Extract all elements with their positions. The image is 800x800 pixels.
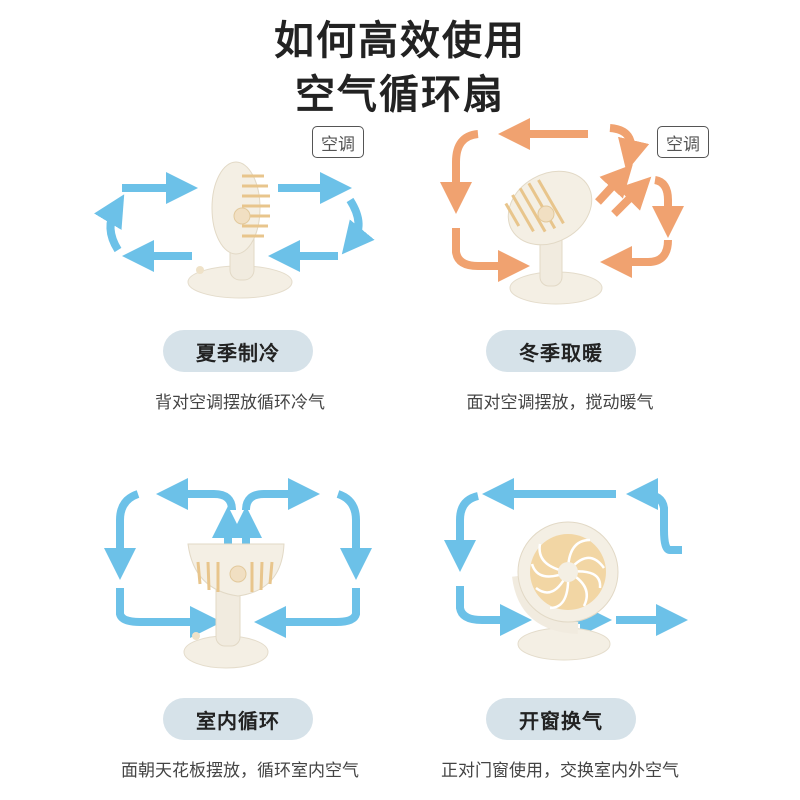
mode-description-winter: 面对空调摆放，搅动暖气 — [466, 393, 654, 413]
fan-side-view-icon — [187, 161, 293, 299]
page-title-line1: 如何高效使用 — [274, 18, 526, 64]
air-conditioner-label: 空调 — [657, 126, 709, 158]
fan-tilted-view-icon — [504, 170, 603, 305]
air-conditioner-label: 空调 — [312, 126, 364, 158]
mode-description-ventilation: 正对门窗使用，交换室内外空气 — [441, 761, 679, 781]
mode-label-summer: 夏季制冷 — [163, 330, 313, 372]
mode-label-indoor: 室内循环 — [163, 698, 313, 740]
mode-label-winter: 冬季取暖 — [486, 330, 636, 372]
fan-front-view-icon — [512, 521, 619, 661]
mode-label-ventilation: 开窗换气 — [486, 698, 636, 740]
page-title-line2: 空气循环扇 — [295, 72, 505, 118]
mode-description-summer: 背对空调摆放循环冷气 — [155, 393, 325, 413]
fan-upward-view-icon — [183, 543, 285, 669]
mode-description-indoor: 面朝天花板摆放，循环室内空气 — [121, 761, 359, 781]
